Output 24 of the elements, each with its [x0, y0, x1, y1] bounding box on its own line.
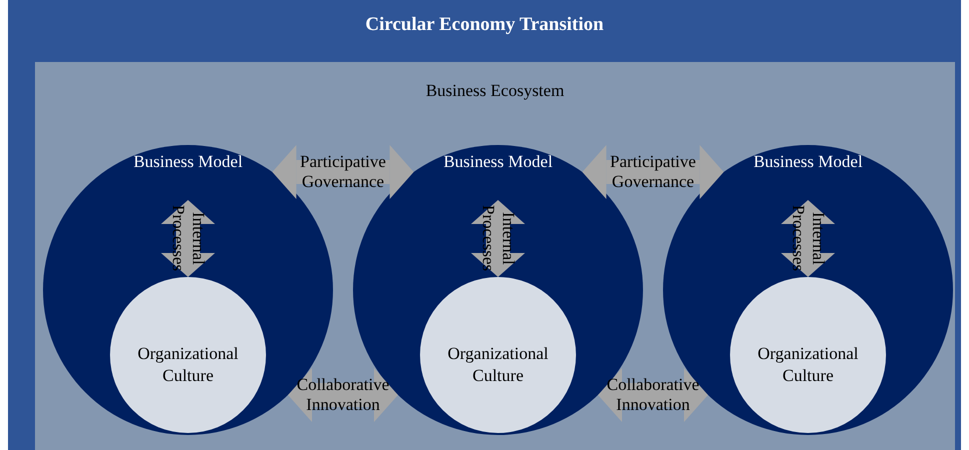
circle-heading: Business Model [753, 151, 863, 173]
arrow-label: Participative Governance [609, 152, 697, 192]
double-arrow [781, 200, 835, 277]
circle-label: Organizational Culture [136, 342, 240, 387]
arrow-label: Internal Processes [788, 204, 828, 274]
circle-heading: Business Model [443, 151, 553, 173]
banner-title: Circular Economy Transition [364, 14, 605, 36]
double-arrow [582, 145, 724, 199]
double-arrow [471, 200, 525, 277]
arrow-label: Collaborative Innovation [296, 375, 390, 415]
panel-heading: Business Ecosystem [424, 80, 566, 102]
ecosystem-panel [35, 62, 955, 450]
arrow-label: Internal Processes [168, 204, 208, 274]
circle-label: Organizational Culture [446, 342, 550, 387]
banner-panel [8, 0, 961, 450]
circle-heading: Business Model [133, 151, 243, 173]
circle-label: Organizational Culture [756, 342, 860, 387]
double-arrow [272, 145, 414, 199]
arrow-label: Collaborative Innovation [606, 375, 700, 415]
arrow-label: Internal Processes [478, 204, 518, 274]
arrow-label: Participative Governance [299, 152, 387, 192]
double-arrow [161, 200, 215, 277]
double-arrow [598, 368, 708, 422]
double-arrow [288, 368, 398, 422]
